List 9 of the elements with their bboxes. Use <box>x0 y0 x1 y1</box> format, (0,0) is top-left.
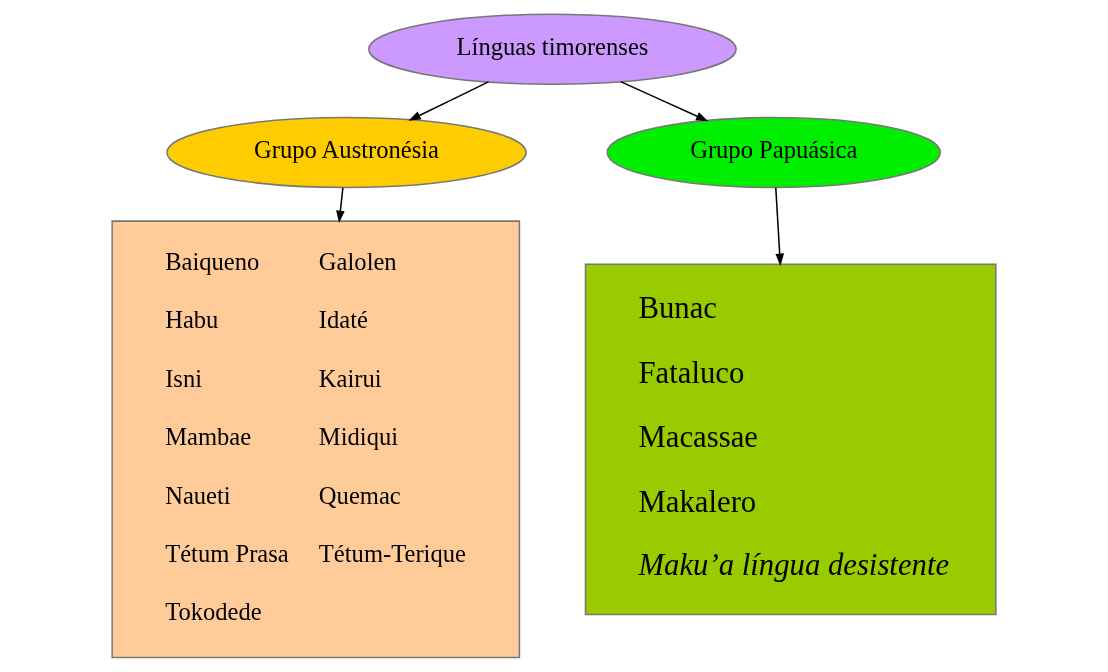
node-box: Bunac Fataluco Macassae Makalero Maku’a língua desistente <box>584 263 997 616</box>
node-ellipse: Grupo Papuásica <box>606 116 942 189</box>
node-ellipse: Grupo Austronésia <box>166 116 527 189</box>
arrow <box>619 80 709 122</box>
node-box: Baiqueno Galolen Habu Idaté Isni Kairui Mambae Midiqui Naueti Quemac Tétum Prasa Tétum-Terique Tokodede <box>111 220 521 659</box>
arrow <box>336 187 345 223</box>
arrow <box>775 187 784 266</box>
arrow <box>408 81 490 121</box>
node-ellipse: Línguas timorenses <box>368 13 737 85</box>
